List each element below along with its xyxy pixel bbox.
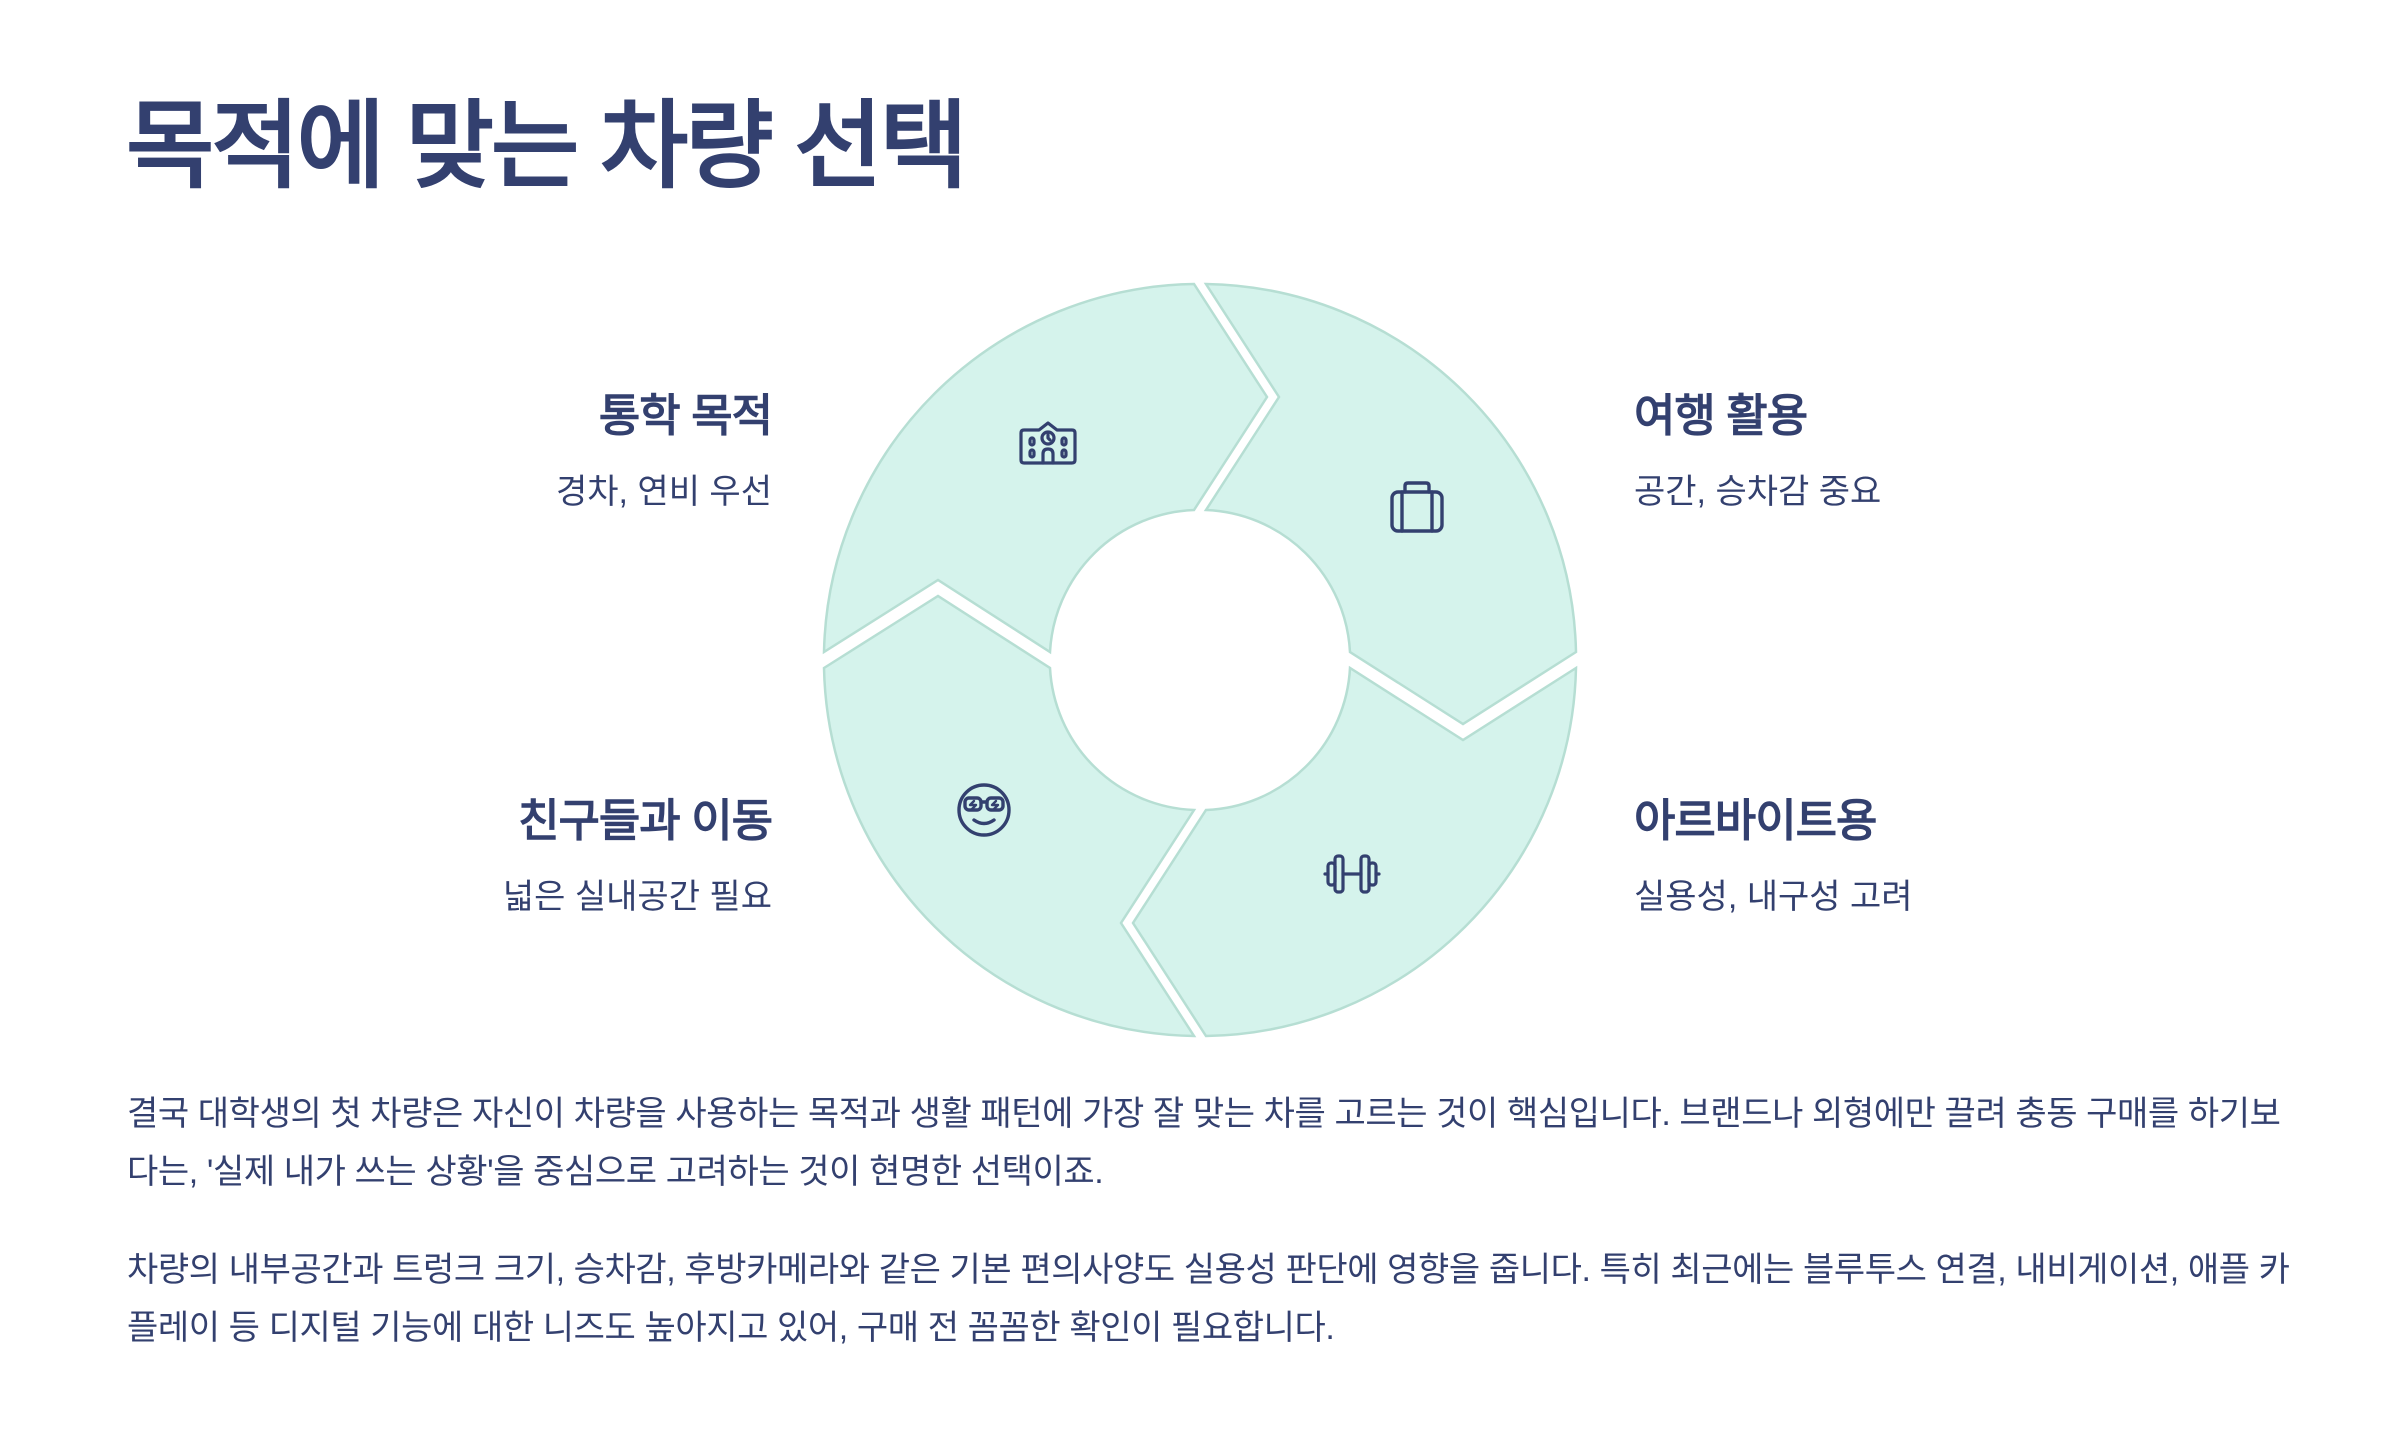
label-parttime: 아르바이트용 실용성, 내구성 고려 <box>1634 793 2154 919</box>
paragraph: 차량의 내부공간과 트렁크 크기, 승차감, 후방카메라와 같은 기본 편의사양… <box>127 1251 2290 1347</box>
label-commute: 통학 목적 경차, 연비 우선 <box>252 388 773 514</box>
dumbbell-icon <box>1323 854 1381 894</box>
label-subtitle: 공간, 승차감 중요 <box>1634 473 1882 511</box>
segment-commute[interactable] <box>822 282 1269 655</box>
label-travel: 여행 활용 공간, 승차감 중요 <box>1634 388 2154 514</box>
label-friends: 친구들과 이동 넓은 실내공간 필요 <box>252 793 773 919</box>
label-subtitle: 실용성, 내구성 고려 <box>1634 878 1913 916</box>
suitcase-icon <box>1390 481 1444 533</box>
body-text: 결국 대학생의 첫 차량은 자신이 차량을 사용하는 목적과 생활 패턴에 가장… <box>127 1085 2297 1397</box>
page-title: 목적에 맞는 차량 선택 <box>126 93 968 200</box>
label-title: 친구들과 이동 <box>518 795 773 846</box>
school-icon <box>1019 421 1077 465</box>
label-title: 아르바이트용 <box>1634 795 1877 846</box>
label-subtitle: 넓은 실내공간 필요 <box>502 878 772 916</box>
label-title: 통학 목적 <box>598 390 773 441</box>
label-subtitle: 경차, 연비 우선 <box>555 473 772 511</box>
paragraph: 결국 대학생의 첫 차량은 자신이 차량을 사용하는 목적과 생활 패턴에 가장… <box>127 1095 2281 1191</box>
cool-face-icon <box>957 783 1011 837</box>
label-title: 여행 활용 <box>1634 390 1808 441</box>
segment-parttime[interactable] <box>1131 665 1578 1038</box>
